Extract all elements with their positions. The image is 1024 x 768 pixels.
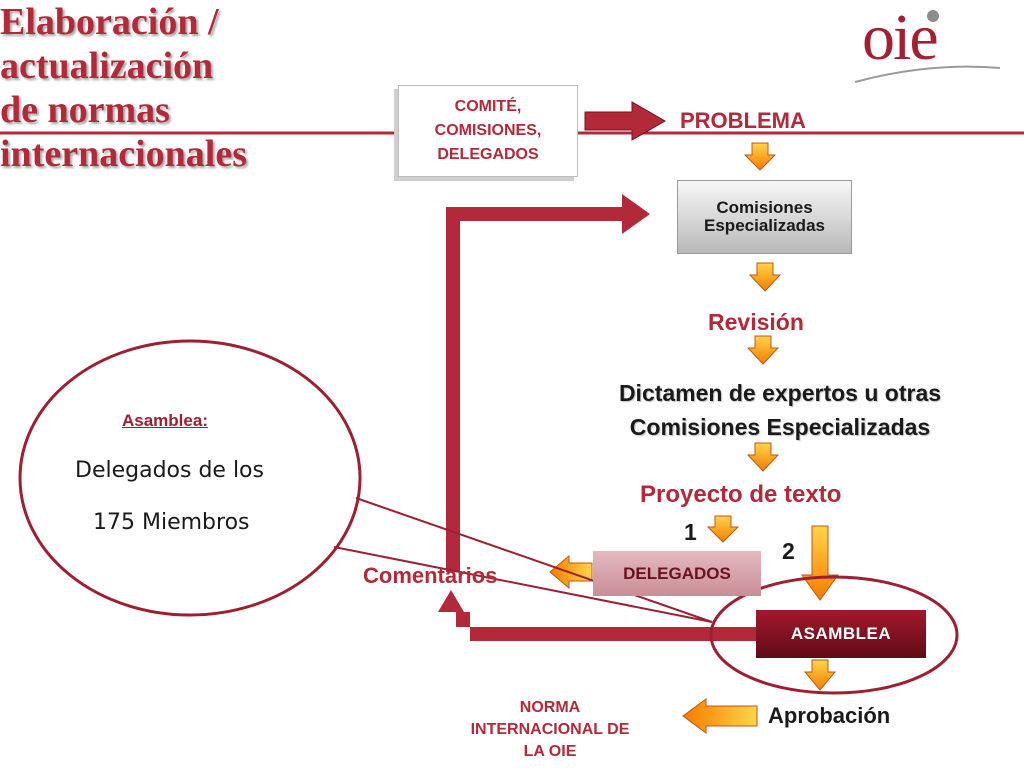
callout-line-2: 175 Miembros [93, 510, 250, 535]
logo-dot [927, 10, 939, 22]
page-title: Elaboración / actualización de normas in… [0, 0, 340, 176]
title-line-3: de normas [0, 89, 170, 131]
dictamen-line-2: Comisiones Especializadas [629, 414, 931, 440]
callout-pointer-2 [333, 546, 713, 623]
norma-line-3: LA OIE [523, 743, 577, 760]
asamblea-label: ASAMBLEA [790, 624, 892, 643]
title-line-2: actualización [0, 45, 214, 87]
delegados-label: DELEGADOS [623, 563, 731, 583]
comisiones-box: Comisiones Especializadas [677, 180, 852, 254]
norma-line-1: NORMA [519, 699, 581, 716]
asamblea-box: ASAMBLEA [756, 610, 926, 658]
callout-heading: Asamblea: [122, 411, 208, 430]
dictamen-label: Dictamen de expertos u otras Comisiones … [570, 376, 990, 444]
callout-line-1: Delegados de los [75, 458, 264, 483]
arrow-asamblea-back [438, 590, 756, 641]
arrow-down-1 [743, 142, 777, 171]
comentarios-label: Comentarios [363, 563, 498, 588]
proyecto-label: Proyecto de texto [640, 481, 842, 508]
arrow-down-long [801, 525, 839, 601]
logo-text: oie [862, 1, 939, 74]
norma-line-2: INTERNACIONAL DE [470, 721, 630, 738]
arrow-down-6 [803, 659, 837, 691]
comisiones-line-1: Comisiones [716, 198, 813, 217]
delegados-box: DELEGADOS [593, 551, 761, 596]
arrow-left-aprobacion [682, 698, 758, 734]
asamblea-highlight [709, 575, 959, 695]
title-line-1: Elaboración / [0, 1, 219, 43]
title-line-4: internacionales [0, 133, 247, 175]
comite-line-3: DELEGADOS [437, 146, 539, 163]
aprobacion-label: Aprobación [768, 703, 891, 728]
arrow-down-3 [746, 335, 780, 365]
step-number-2: 2 [782, 538, 795, 564]
arrow-comite-to-problema [584, 101, 667, 141]
callout-ellipse [18, 339, 362, 617]
comite-line-1: COMITÉ, [454, 98, 522, 115]
dictamen-line-1: Dictamen de expertos u otras [618, 380, 942, 406]
arrow-down-5 [706, 515, 740, 543]
comite-line-2: COMISIONES, [434, 122, 542, 139]
oie-logo: oie [862, 0, 939, 76]
step-number-1: 1 [684, 519, 697, 545]
logo-swoosh [854, 65, 1001, 83]
revision-label: Revisión [708, 309, 804, 335]
comite-box: COMITÉ, COMISIONES, DELEGADOS [398, 85, 578, 177]
problema-label: PROBLEMA [680, 108, 806, 133]
callout-pointer-1 [355, 497, 713, 623]
arrow-down-4 [746, 442, 780, 472]
norma-label: NORMA INTERNACIONAL DE LA OIE [440, 697, 660, 763]
arrow-down-2 [748, 262, 782, 292]
comisiones-line-2: Especializadas [704, 216, 825, 235]
